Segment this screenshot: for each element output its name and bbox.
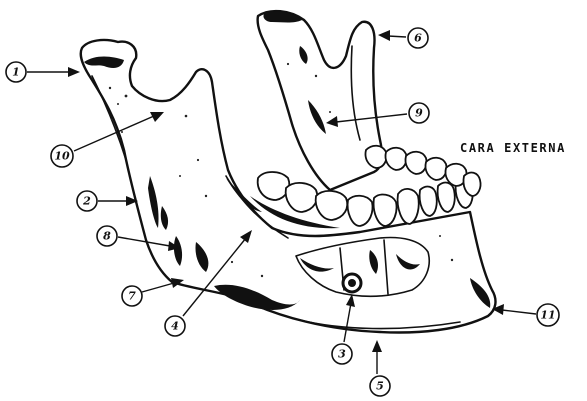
label-4: 4 [171, 320, 179, 333]
texture-dot [329, 111, 331, 113]
upper-tooth-1 [365, 146, 386, 168]
arrowhead-1 [68, 67, 80, 77]
incisor-2 [438, 183, 455, 212]
texture-dot [261, 275, 263, 277]
premolar-1 [348, 196, 373, 226]
label-11: 11 [540, 309, 555, 322]
texture-dot [185, 115, 188, 118]
label-9: 9 [415, 107, 423, 120]
label-2: 2 [82, 195, 91, 208]
callout-2: 2 [77, 191, 138, 211]
label-3: 3 [338, 348, 346, 361]
texture-dot [205, 195, 207, 197]
texture-dot [315, 75, 317, 77]
coronoid-top-shading [263, 11, 302, 22]
upper-tooth-2 [385, 148, 406, 170]
leader-line-6 [388, 36, 406, 37]
texture-dot [439, 235, 441, 237]
label-8: 8 [103, 230, 111, 243]
texture-dot [451, 259, 453, 261]
callout-5: 5 [370, 340, 390, 396]
upper-tooth-4 [425, 158, 446, 180]
texture-dot [109, 87, 111, 89]
label-7: 7 [128, 290, 136, 303]
texture-dot [287, 63, 289, 65]
arrowhead-5 [372, 340, 382, 352]
texture-dot [117, 103, 119, 105]
upper-tooth-6 [463, 173, 480, 196]
callout-6: 6 [378, 28, 428, 48]
mental-foramen-center [348, 279, 356, 287]
texture-dot [231, 261, 233, 263]
leader-line-11 [502, 310, 536, 314]
incisor-1 [420, 187, 437, 216]
molar-3 [316, 191, 348, 220]
texture-dot [121, 131, 123, 133]
label-1: 1 [12, 66, 20, 79]
molar-2 [286, 183, 318, 212]
callout-11: 11 [492, 304, 559, 326]
arrowhead-6 [378, 30, 390, 41]
label-6: 6 [414, 32, 422, 45]
coronoid-section [258, 11, 382, 190]
callout-7: 7 [122, 278, 184, 306]
texture-dot [111, 119, 113, 121]
view-caption: CARA EXTERNA [460, 141, 566, 155]
premolar-2 [374, 195, 397, 226]
leader-line-7 [142, 283, 174, 292]
upper-tooth-3 [405, 152, 426, 174]
canine [398, 189, 419, 224]
texture-dot [125, 95, 128, 98]
callout-1: 1 [6, 62, 80, 82]
label-10: 10 [54, 150, 70, 163]
texture-dot [197, 159, 199, 161]
coronoid-process [258, 11, 382, 190]
label-5: 5 [376, 380, 384, 393]
texture-dot [179, 175, 181, 177]
molar-1 [258, 172, 290, 200]
